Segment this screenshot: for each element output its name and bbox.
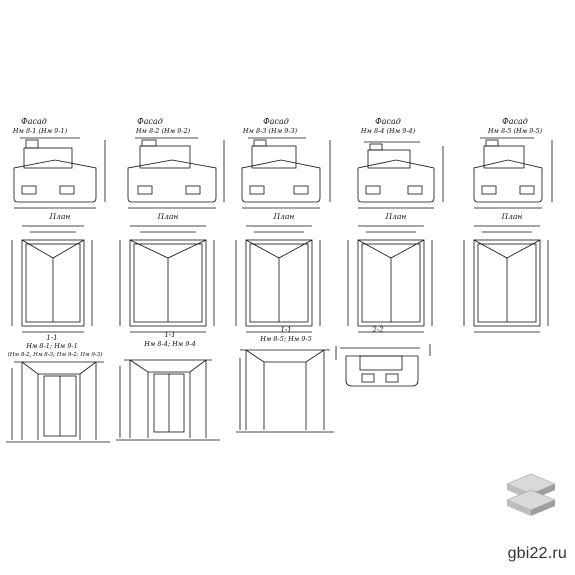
plan-drawing xyxy=(11,225,93,333)
section-title: 1-1 xyxy=(164,331,175,339)
facade-subtitle: Нм 8-3 (Нм 9-3) xyxy=(242,127,298,135)
plan-title: План xyxy=(49,212,71,221)
facade-subtitle: Нм 8-2 (Нм 9-2) xyxy=(135,127,191,135)
plan-title: План xyxy=(273,212,295,221)
facade-drawing xyxy=(13,137,106,209)
plan-title: План xyxy=(157,212,179,221)
facade-subtitle: Нм 8-5 (Нм 9-5) xyxy=(487,127,543,135)
plan-title: План xyxy=(385,212,407,221)
section-drawing xyxy=(116,359,220,441)
facade-subtitle: Нм 8-4 (Нм 9-4) xyxy=(360,127,416,135)
facade-title: Фасад xyxy=(502,117,528,126)
facade-drawing xyxy=(473,137,553,209)
section-drawing xyxy=(335,344,431,387)
facade-drawing xyxy=(241,137,331,209)
section-title: 1-1 xyxy=(46,334,57,342)
section-drawing xyxy=(236,349,334,433)
stacked-slabs-icon xyxy=(506,473,556,516)
section-title: 1-1 xyxy=(280,326,291,334)
plan-drawing xyxy=(463,225,549,333)
plan-drawing xyxy=(347,225,433,333)
section-subtitle: Нм 8-4; Нм 9-4 xyxy=(143,340,195,348)
section-title: 2-2 xyxy=(371,326,384,334)
facade-subtitle: Нм 8-1 (Нм 9-1) xyxy=(12,127,68,135)
section-note: (Нм 8-2, Нм 8-3; Нм 9-2; Нм 9-3) xyxy=(8,351,103,358)
section-drawing xyxy=(6,361,110,443)
facade-drawing xyxy=(127,137,225,209)
section-subtitle: Нм 8-1; Нм 9-1 xyxy=(25,342,77,350)
plan-title: План xyxy=(501,212,523,221)
facade-title: Фасад xyxy=(263,117,289,126)
facade-title: Фасад xyxy=(375,117,401,126)
watermark: gbi22.ru xyxy=(507,545,567,562)
plan-drawing xyxy=(119,225,215,333)
facade-title: Фасад xyxy=(137,117,163,126)
plan-drawing xyxy=(235,225,321,333)
facade-title: Фасад xyxy=(21,117,47,126)
facade-drawing xyxy=(357,141,444,209)
section-subtitle: Нм 8-5; Нм 9-5 xyxy=(259,335,311,343)
